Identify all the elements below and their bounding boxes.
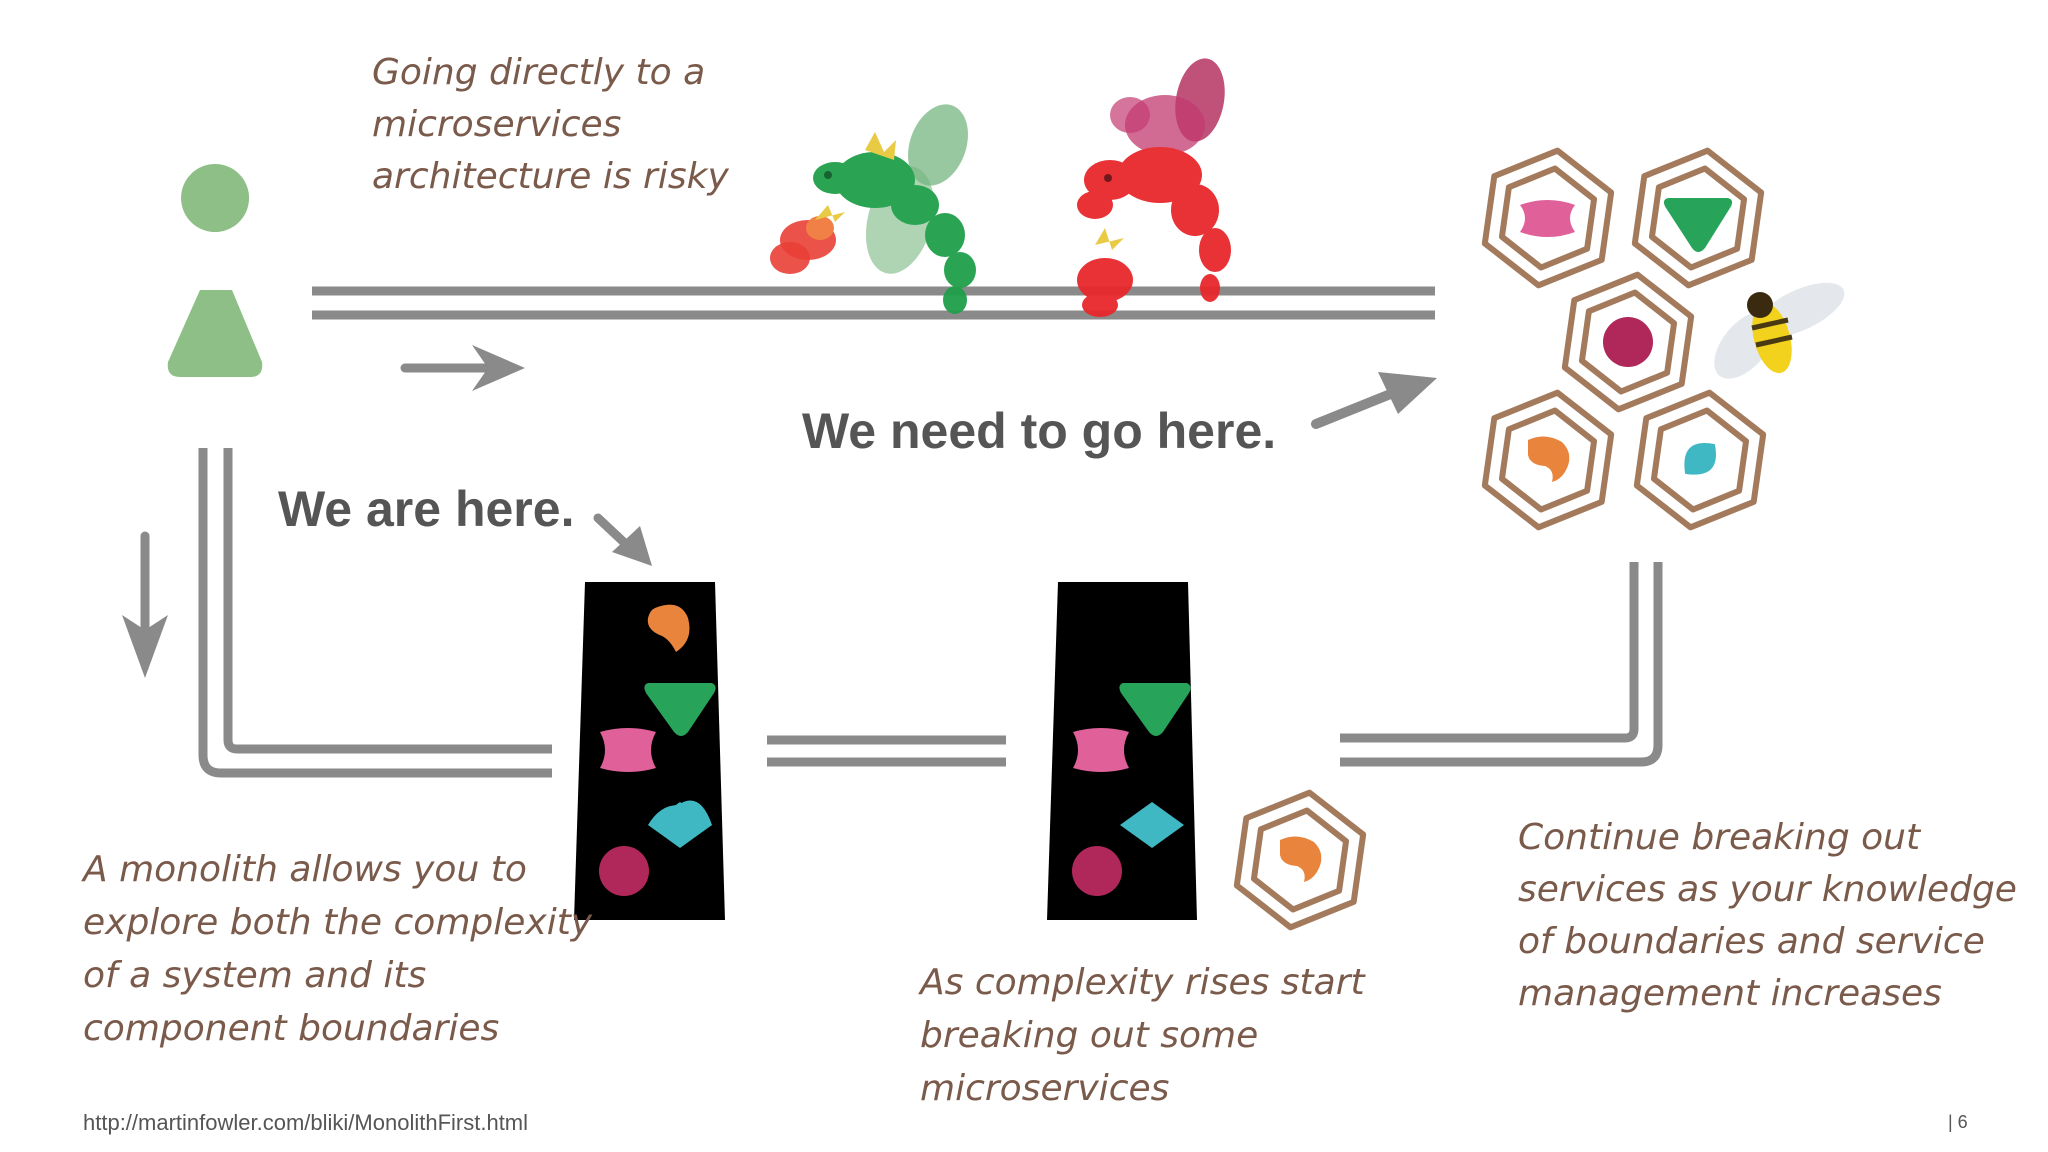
caption-continue: Continue breaking out services as your k… — [1518, 812, 2017, 1020]
caption-line: architecture is risky — [372, 156, 729, 197]
middle-path-track — [767, 735, 1006, 767]
down-arrow-icon — [122, 531, 168, 678]
microservice-hexagon-icon — [1560, 266, 1696, 417]
dragon-icon — [1077, 58, 1231, 317]
caption-line: services as your knowledge — [1518, 869, 2017, 910]
caption-complexity: As complexity rises start breaking out s… — [920, 956, 1365, 1115]
direct-path-track — [312, 286, 1435, 320]
caption-line: Continue breaking out — [1518, 817, 1921, 858]
pawn-icon — [167, 164, 263, 377]
caption-monolith: A monolith allows you to explore both th… — [83, 843, 592, 1055]
caption-line: component boundaries — [83, 1008, 500, 1049]
microservice-hexagon-icon — [1630, 142, 1766, 293]
source-url: http://martinfowler.com/bliki/MonolithFi… — [83, 1110, 529, 1135]
right-arrow-icon — [400, 345, 525, 391]
caption-line: Going directly to a — [372, 52, 706, 93]
arrow-to-monolith-icon — [593, 513, 652, 566]
caption-line: As complexity rises start — [920, 962, 1365, 1003]
caption-risky: Going directly to a microservices archit… — [372, 47, 729, 203]
caption-line: of a system and its — [83, 955, 427, 996]
caption-line: A monolith allows you to — [83, 849, 527, 890]
microservice-hexagon-icon — [1480, 142, 1616, 293]
monolith-icon — [574, 582, 725, 920]
caption-line: explore both the complexity — [83, 902, 593, 943]
microservice-hexagon-icon — [1232, 784, 1368, 935]
monolith-path-track — [198, 448, 552, 778]
final-path-track — [1340, 562, 1663, 767]
caption-line: of boundaries and service — [1518, 921, 1985, 962]
arrow-to-microservices-icon — [1311, 372, 1437, 429]
dragon-icon — [770, 104, 976, 314]
caption-line: management increases — [1518, 973, 1942, 1014]
microservice-hexagon-icon — [1480, 384, 1616, 535]
headline-we-are-here: We are here. — [278, 481, 575, 537]
caption-line: breaking out some — [920, 1015, 1259, 1056]
microservices-honeycomb — [1480, 142, 1768, 535]
page-number: | 6 — [1948, 1112, 1968, 1132]
microservice-hexagon-icon — [1632, 384, 1768, 535]
monolith-icon — [1047, 582, 1197, 920]
caption-line: microservices — [372, 104, 622, 145]
headline-need-to-go-here: We need to go here. — [802, 403, 1277, 459]
caption-line: microservices — [920, 1068, 1170, 1109]
bee-icon — [1714, 282, 1845, 379]
